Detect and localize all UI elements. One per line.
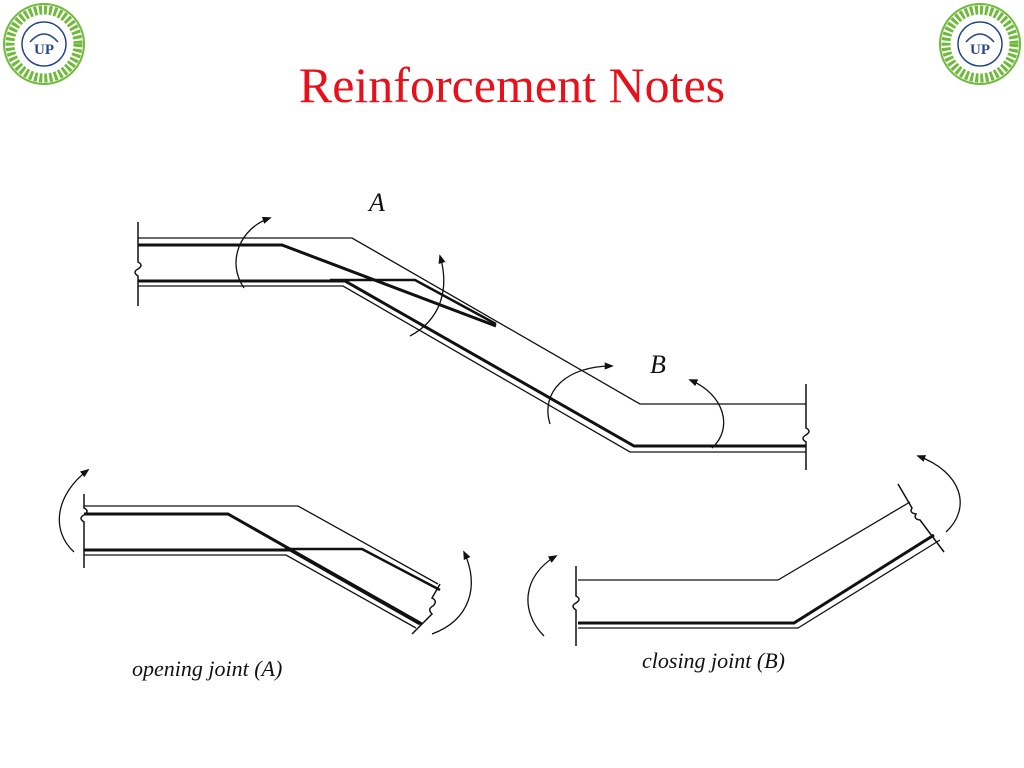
moment-arrow-icon (547, 362, 614, 425)
moment-arrow-icon (58, 468, 90, 553)
moment-arrow-icon (527, 555, 558, 637)
opening-joint-detail (80, 494, 441, 635)
moment-arrow-icon (916, 455, 961, 533)
moment-arrow-icon (688, 379, 725, 449)
main-stair-detail (134, 222, 810, 470)
label-a: A (367, 188, 385, 217)
logo-text: UP (34, 42, 54, 58)
closing-joint-detail (572, 483, 945, 646)
opening-joint-caption: opening joint (A) (132, 656, 282, 681)
main-moment-arrows (235, 216, 725, 449)
university-logo-right: UP (939, 3, 1021, 85)
moment-arrow-icon (409, 254, 446, 337)
closing-joint-caption: closing joint (B) (642, 648, 785, 673)
label-b: B (650, 350, 666, 379)
moment-arrow-icon (235, 216, 272, 289)
slide-title: Reinforcement Notes (298, 57, 726, 113)
university-logo-left: UP (3, 3, 85, 85)
logo-text: UP (970, 42, 990, 58)
moment-arrow-icon (431, 550, 472, 635)
